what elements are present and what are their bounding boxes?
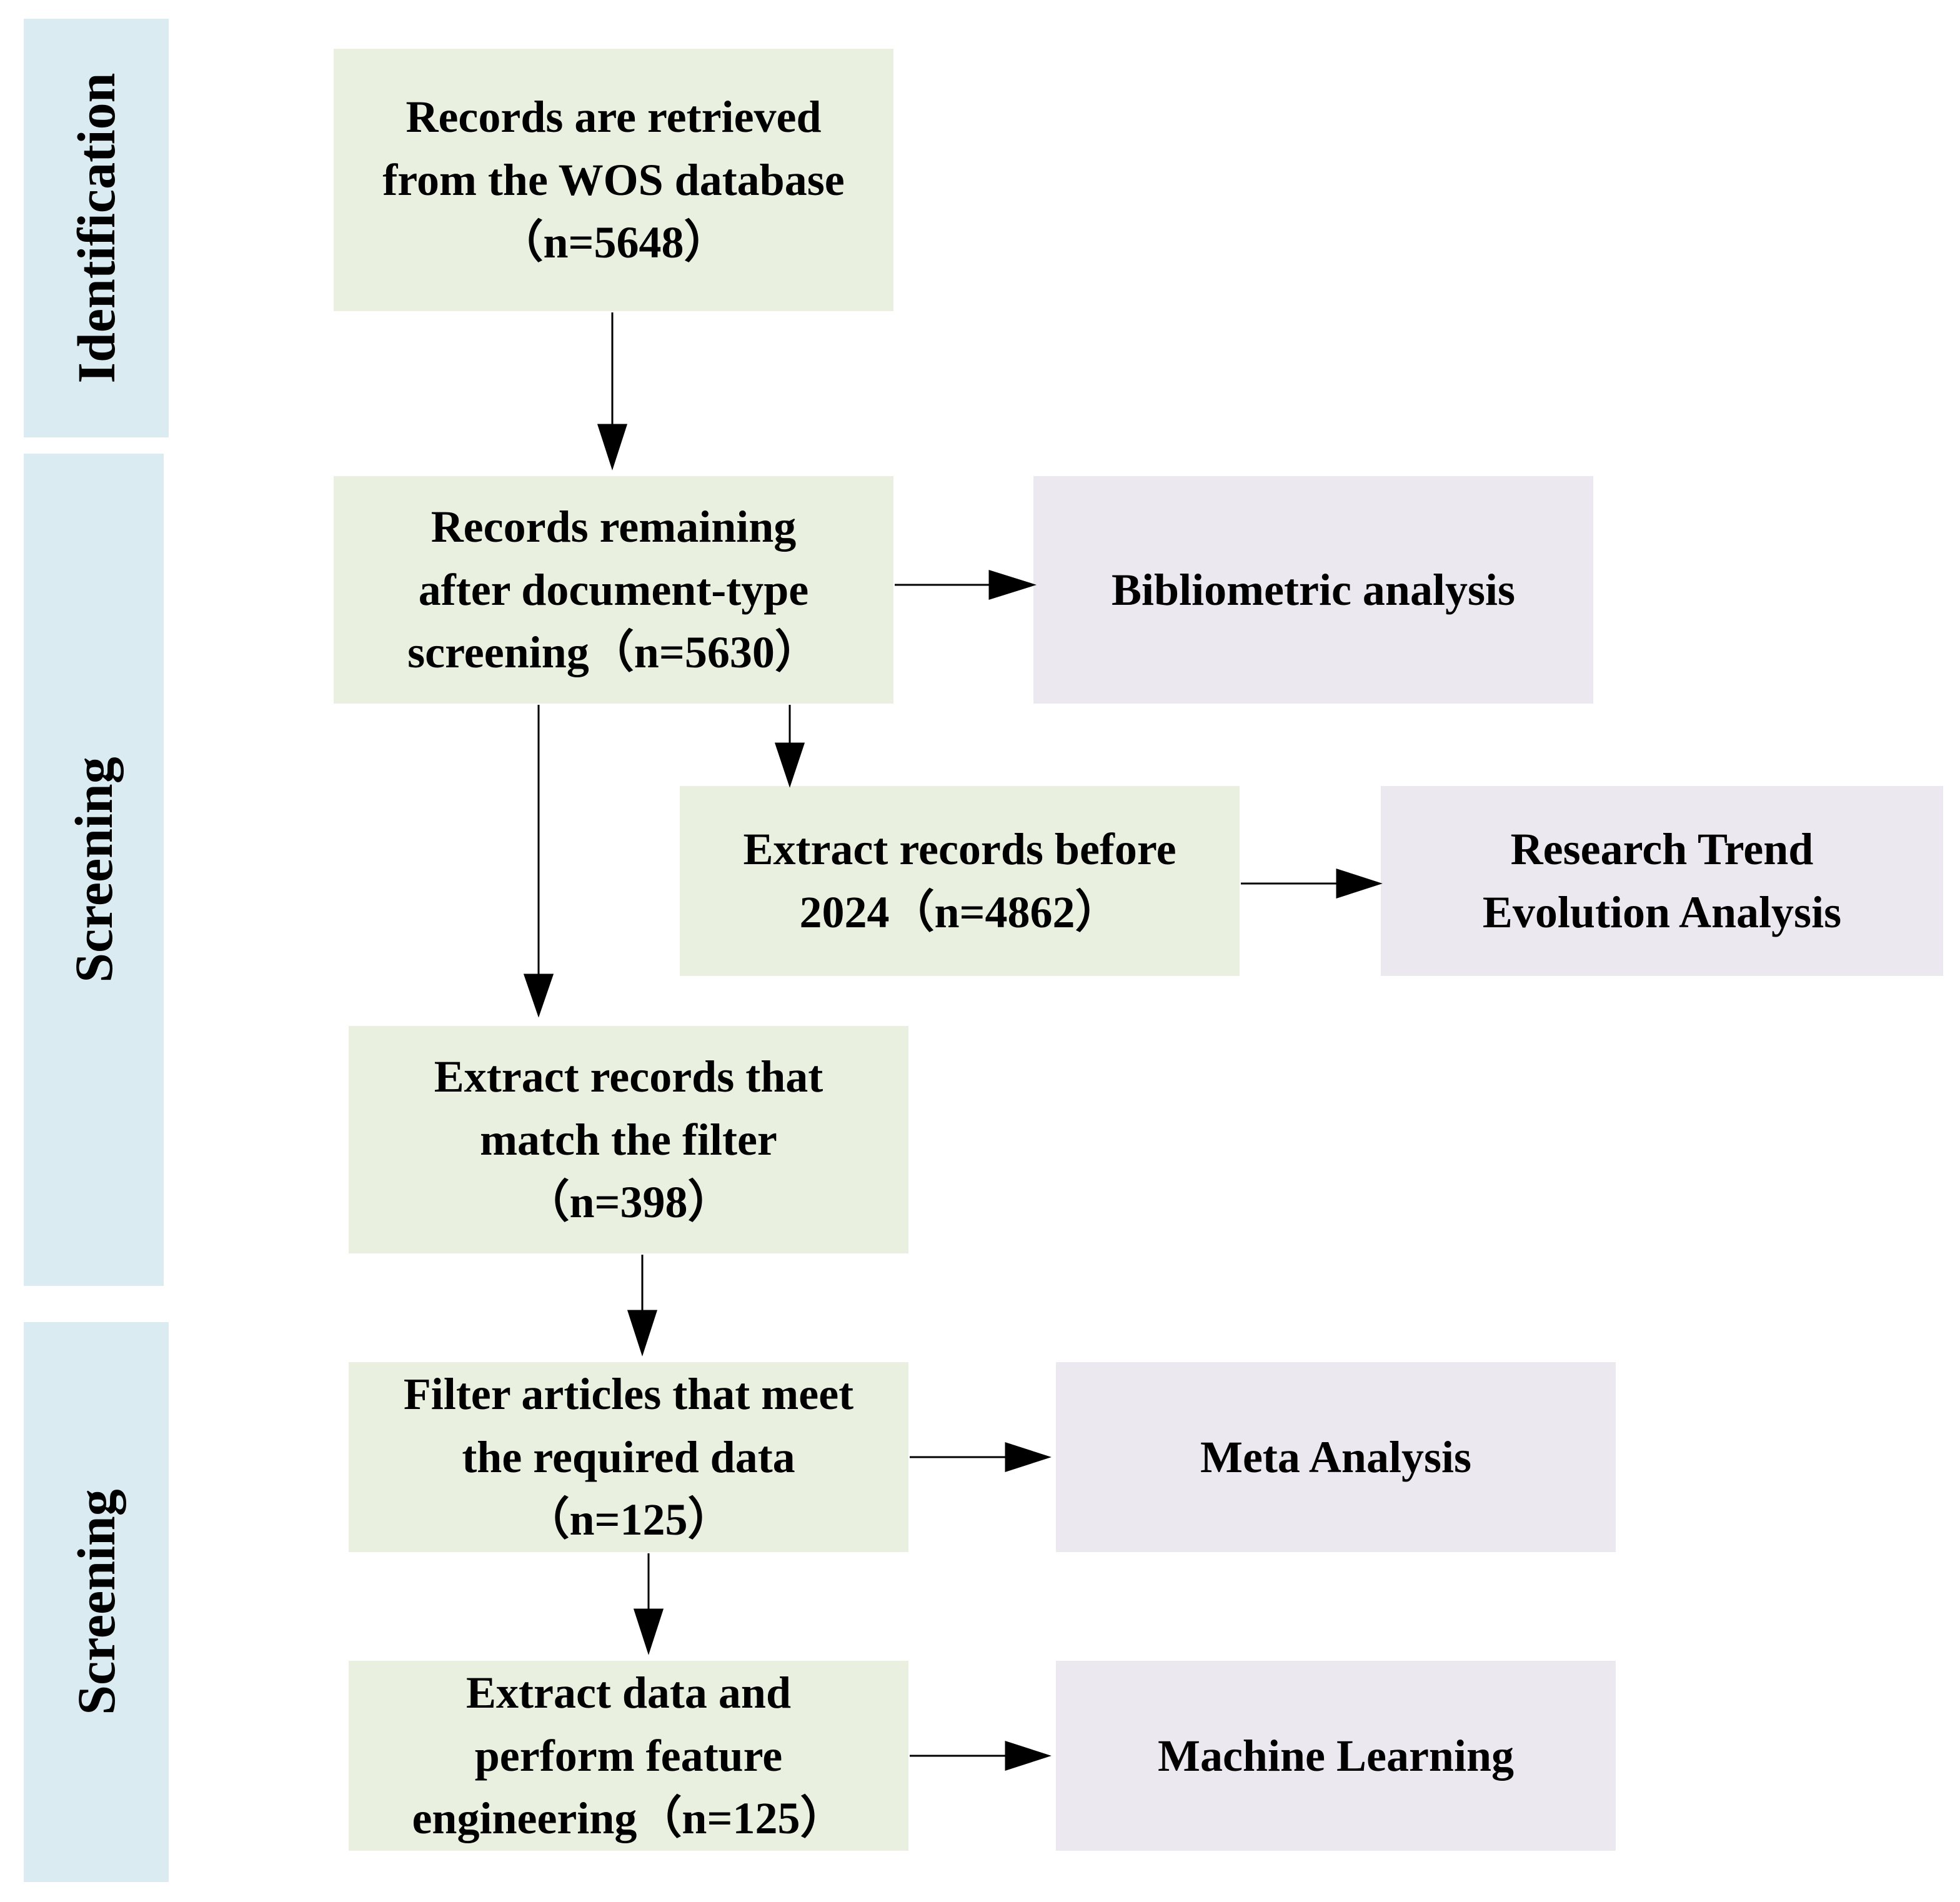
box-machine-learning: Machine Learning [1056, 1661, 1616, 1851]
arrowhead-icon [988, 569, 1037, 600]
box-line: Records remaining [430, 501, 797, 552]
box-line: Filter articles that meet [403, 1368, 854, 1419]
box-line: （n=398） [524, 1177, 733, 1228]
box-line: after document-type [418, 564, 809, 615]
box-line: （n=125） [524, 1495, 733, 1545]
stage-screening-2: Screening [24, 1322, 169, 1882]
arrowhead-icon [1005, 1441, 1052, 1473]
box-line: 2024（n=4862） [799, 887, 1120, 937]
box-line: engineering（n=125） [412, 1793, 845, 1844]
box-line: Extract data and [465, 1667, 791, 1718]
box-bibliometric-analysis: Bibliometric analysis [1033, 476, 1593, 704]
arrowhead-icon [627, 1310, 658, 1357]
box-line: Evolution Analysis [1482, 887, 1842, 937]
box-line: Extract records that [434, 1051, 823, 1102]
arrowhead-icon [633, 1608, 664, 1655]
stage-screening-1: Screening [24, 454, 164, 1286]
box-feature-engineering: Extract data and perform feature enginee… [349, 1661, 908, 1851]
box-line: Machine Learning [1158, 1730, 1514, 1781]
box-research-trend: Research Trend Evolution Analysis [1381, 786, 1943, 976]
box-line: screening（n=5630） [407, 627, 820, 678]
box-line: Records are retrieved [405, 91, 822, 142]
box-doctype-screening: Records remaining after document-type sc… [334, 476, 893, 704]
box-line: Meta Analysis [1200, 1431, 1471, 1482]
box-required-data: Filter articles that meet the required d… [349, 1362, 908, 1552]
box-line: perform feature [474, 1730, 783, 1781]
arrowhead-icon [523, 973, 554, 1018]
arrowhead-icon [774, 742, 805, 788]
box-line: Research Trend [1510, 824, 1814, 875]
arrowhead-icon [597, 424, 628, 471]
box-line: （n=5648） [498, 217, 729, 268]
box-line: match the filter [480, 1114, 777, 1165]
box-records-retrieved: Records are retrieved from the WOS datab… [334, 49, 893, 311]
box-line: Bibliometric analysis [1112, 564, 1515, 615]
box-line: Extract records before [743, 824, 1176, 875]
stage-identification: Identification [24, 19, 169, 437]
box-before-2024: Extract records before 2024（n=4862） [680, 786, 1240, 976]
arrowhead-icon [1336, 868, 1383, 899]
box-line: the required data [462, 1431, 795, 1482]
box-line: from the WOS database [382, 154, 845, 205]
box-meta-analysis: Meta Analysis [1056, 1362, 1616, 1552]
arrowhead-icon [1005, 1740, 1052, 1771]
box-filter-match: Extract records that match the filter （n… [349, 1026, 908, 1253]
